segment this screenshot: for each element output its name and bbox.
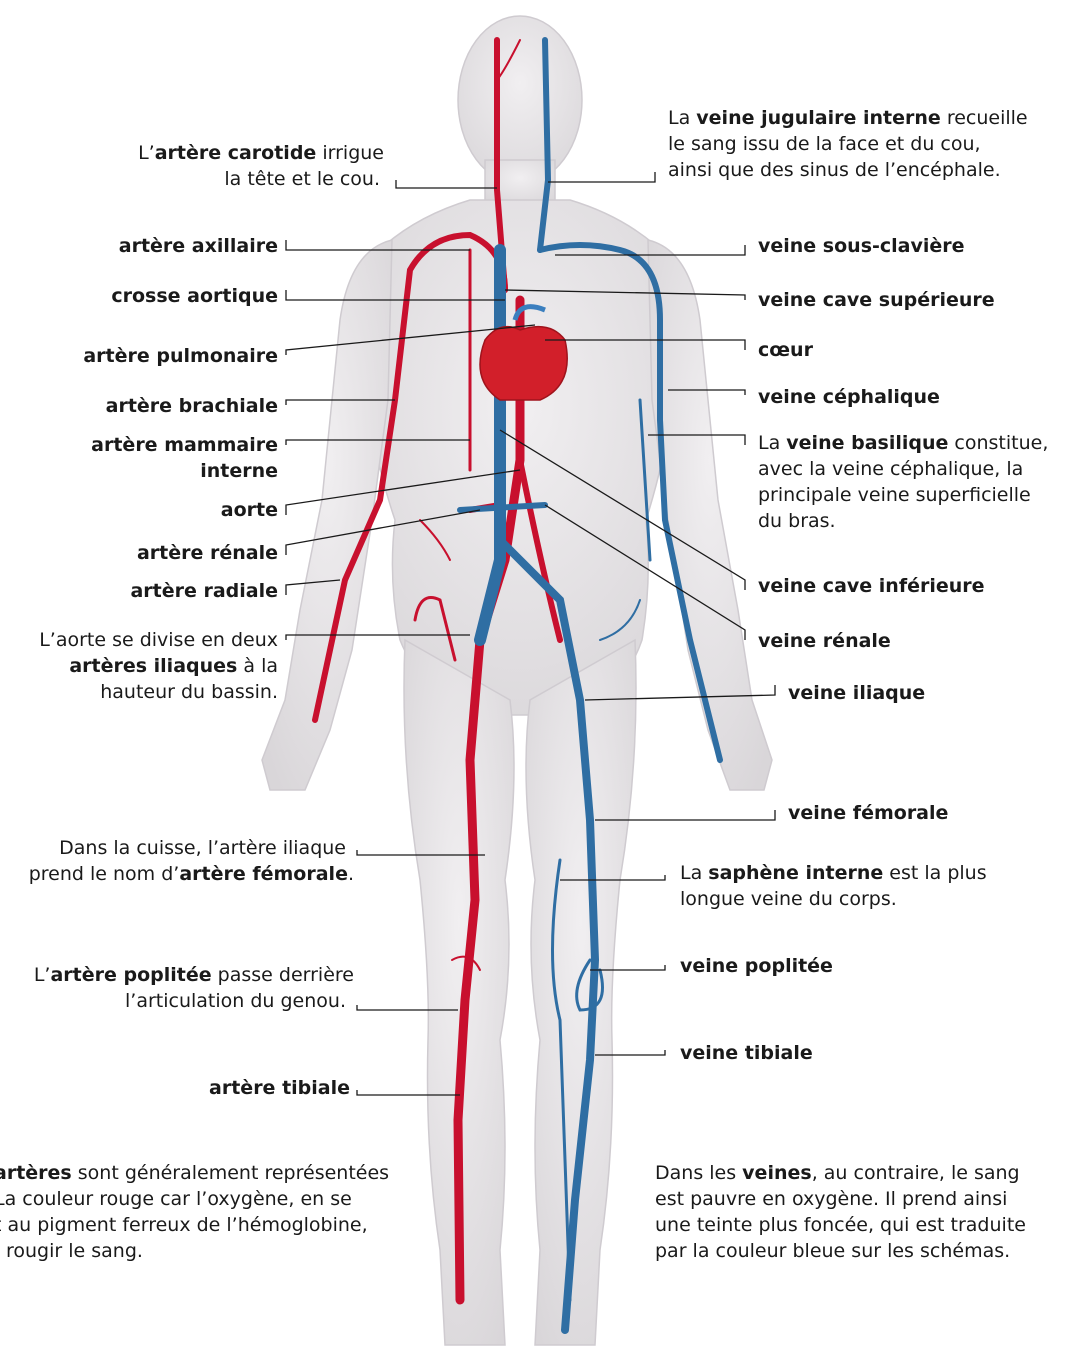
label-aorte: aorte [221, 497, 278, 523]
note-arteres: artères sont généralement représentées L… [0, 1160, 389, 1264]
label-artere-pulmonaire: artère pulmonaire [83, 343, 278, 369]
label-artere-tibiale: artère tibiale [209, 1075, 350, 1101]
label-artere-mammaire-interne: artère mammaire interne [91, 432, 278, 484]
note-veines: Dans les veines, au contraire, le sang e… [655, 1160, 1026, 1264]
label-artere-femorale: Dans la cuisse, l’artère iliaque prend l… [29, 835, 354, 887]
label-veine-cephalique: veine céphalique [758, 384, 940, 410]
label-artere-axillaire: artère axillaire [119, 233, 278, 259]
label-veine-sous-claviere: veine sous-clavière [758, 233, 965, 259]
label-veine-cave-superieure: veine cave supérieure [758, 287, 995, 313]
label-veine-cave-inferieure: veine cave inférieure [758, 573, 985, 599]
label-saphene-interne: La saphène interne est la plus longue ve… [680, 860, 987, 912]
label-crosse-aortique: crosse aortique [111, 283, 278, 309]
label-veine-basilique: La veine basilique constitue, avec la ve… [758, 430, 1048, 534]
label-coeur: cœur [758, 337, 813, 363]
label-veine-poplitee: veine poplitée [680, 953, 833, 979]
label-veine-tibiale: veine tibiale [680, 1040, 813, 1066]
label-arteres-iliaques: L’aorte se divise en deux artères iliaqu… [39, 627, 278, 705]
label-artere-radiale: artère radiale [130, 578, 278, 604]
body-silhouette [262, 16, 772, 1345]
label-veine-femorale: veine fémorale [788, 800, 948, 826]
label-artere-poplitee: L’artère poplitée passe derrière l’artic… [34, 962, 354, 1014]
label-veine-renale: veine rénale [758, 628, 891, 654]
label-artere-renale: artère rénale [137, 540, 278, 566]
label-artere-brachiale: artère brachiale [106, 393, 278, 419]
label-veine-jugulaire-interne: La veine jugulaire interne recueille le … [668, 105, 1028, 183]
label-artere-carotide: L’artère carotide irrigue la tête et le … [138, 140, 384, 192]
label-veine-iliaque: veine iliaque [788, 680, 925, 706]
